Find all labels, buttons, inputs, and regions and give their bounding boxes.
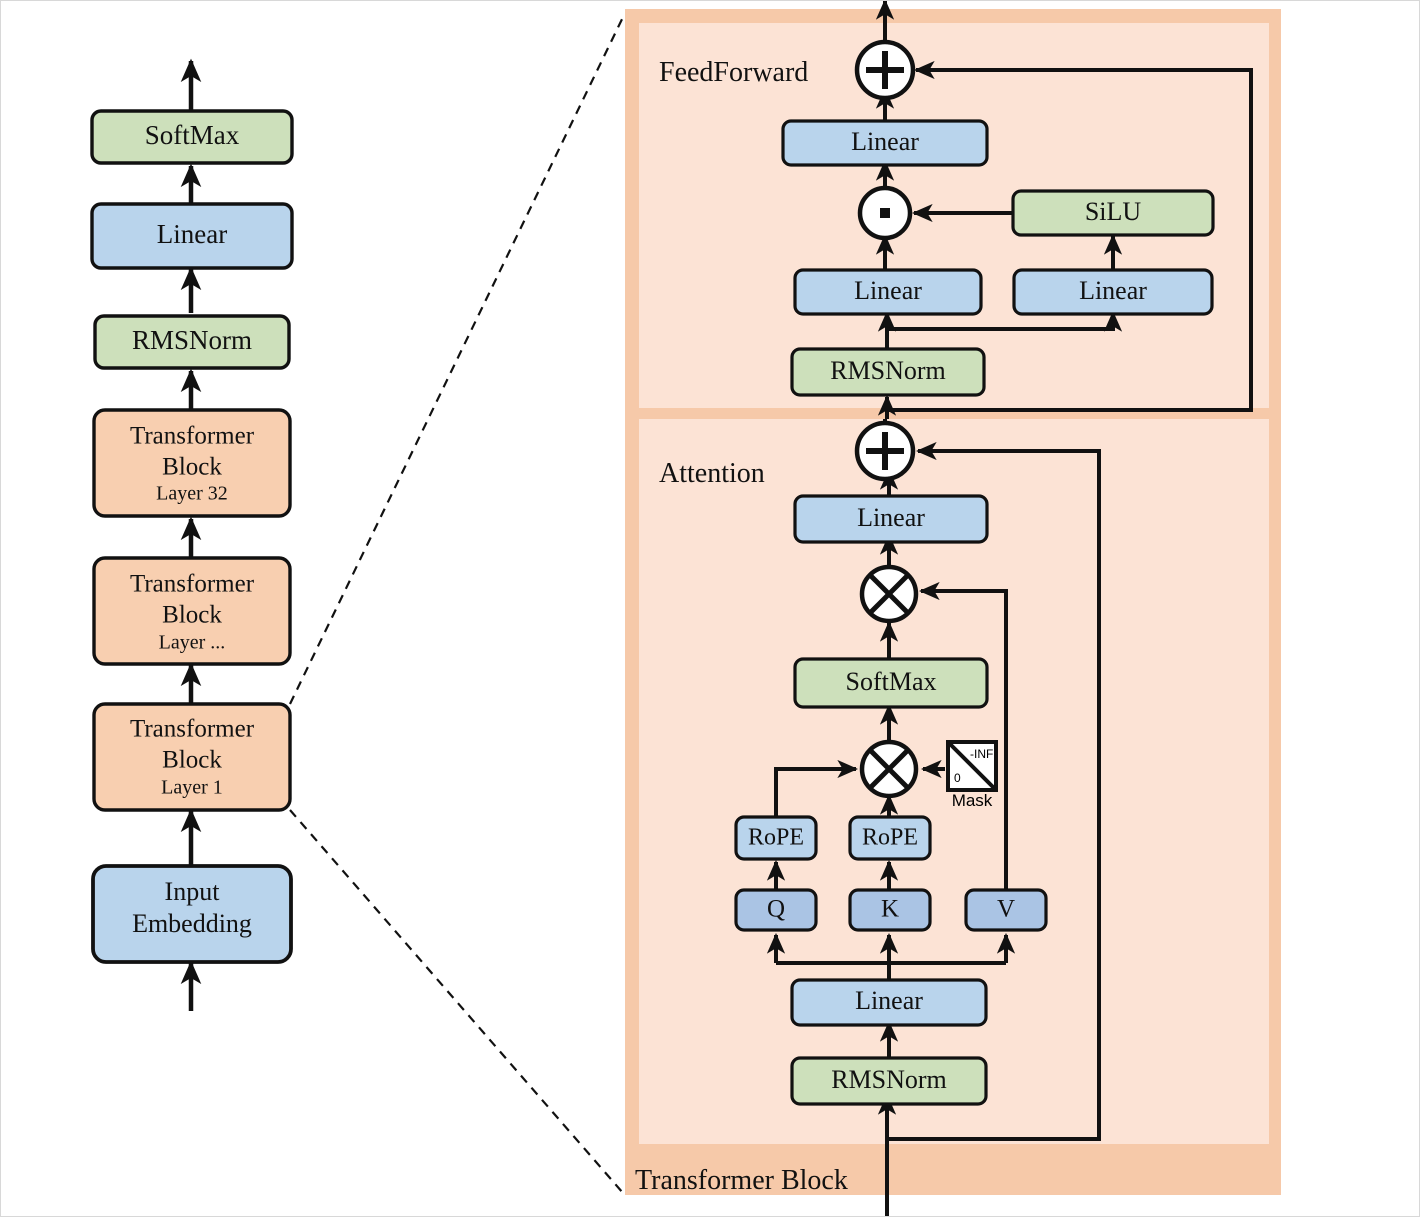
- left-block-transformer-layer-32-line2: Block: [162, 454, 222, 481]
- left-block-transformer-layer-32[interactable]: Transformer Block Layer 32: [92, 408, 292, 518]
- detail-panel-container-label: Transformer Block: [635, 1165, 848, 1196]
- mask-lower-value: 0: [954, 771, 961, 785]
- left-block-transformer-layer-ellipsis-line2: Block: [162, 602, 222, 629]
- left-block-linear[interactable]: Linear: [90, 202, 294, 270]
- attn-linear-qkv-label: Linear: [855, 986, 923, 1015]
- ff-linear-up-box[interactable]: Linear: [793, 268, 983, 316]
- query-key-matmul: [859, 739, 919, 799]
- attn-linear-out-label: Linear: [857, 503, 925, 532]
- query-box[interactable]: Q: [734, 888, 818, 932]
- left-block-softmax-label: SoftMax: [145, 120, 240, 150]
- key-label: K: [881, 896, 899, 923]
- attention-section-label: Attention: [659, 458, 765, 489]
- left-block-transformer-layer-ellipsis[interactable]: Transformer Block Layer ...: [92, 556, 292, 666]
- mask-upper-value: -INF: [970, 747, 993, 761]
- attn-softmax-box[interactable]: SoftMax: [793, 657, 989, 709]
- ff-silu-box[interactable]: SiLU: [1011, 189, 1215, 237]
- feedforward-residual-add: [854, 39, 916, 101]
- callout-line-bottom: [289, 809, 624, 1194]
- causal-mask-icon: -INF 0 Mask: [946, 740, 998, 810]
- left-block-linear-label: Linear: [157, 219, 227, 249]
- mask-caption: Mask: [952, 791, 993, 810]
- left-block-rmsnorm[interactable]: RMSNorm: [93, 314, 291, 370]
- left-block-transformer-layer-1-line1: Transformer: [130, 716, 255, 743]
- ff-linear-gate-label: Linear: [1079, 276, 1147, 305]
- feedforward-elementwise-multiply: [857, 185, 913, 241]
- rope-q-box[interactable]: RoPE: [734, 815, 818, 861]
- attention-wires: [766, 419, 1101, 1216]
- ff-linear-up-label: Linear: [854, 276, 922, 305]
- callout-dashed-lines: [289, 12, 626, 1194]
- ff-linear-gate-box[interactable]: Linear: [1012, 268, 1214, 316]
- rope-q-label: RoPE: [748, 825, 804, 851]
- left-stack: SoftMax Linear RMSNorm Transformer Block…: [90, 58, 294, 1011]
- left-block-transformer-layer-1-line2: Block: [162, 747, 222, 774]
- attn-linear-out-box[interactable]: Linear: [793, 494, 989, 544]
- value-label: V: [997, 896, 1015, 923]
- left-block-transformer-layer-32-sub: Layer 32: [156, 483, 228, 505]
- key-box[interactable]: K: [848, 888, 932, 932]
- query-label: Q: [767, 896, 785, 923]
- callout-line-top: [289, 12, 626, 705]
- ff-rmsnorm-label: RMSNorm: [830, 356, 946, 385]
- ff-rmsnorm-box[interactable]: RMSNorm: [790, 347, 986, 397]
- transformer-block-detail-panel: FeedForward Attention Transformer Block: [625, 1, 1281, 1216]
- ff-linear-out-label: Linear: [851, 127, 919, 156]
- left-block-transformer-layer-1-sub: Layer 1: [161, 777, 223, 799]
- rope-k-box[interactable]: RoPE: [848, 815, 932, 861]
- attn-rmsnorm-label: RMSNorm: [831, 1065, 947, 1094]
- feedforward-wires: [875, 1, 1253, 419]
- left-block-transformer-layer-ellipsis-sub: Layer ...: [159, 632, 226, 654]
- left-block-input-embedding-line2: Embedding: [132, 909, 252, 938]
- value-box[interactable]: V: [964, 888, 1048, 932]
- left-block-rmsnorm-label: RMSNorm: [132, 325, 252, 355]
- attn-softmax-label: SoftMax: [846, 667, 937, 696]
- attn-rmsnorm-box[interactable]: RMSNorm: [790, 1056, 988, 1106]
- left-block-transformer-layer-ellipsis-line1: Transformer: [130, 571, 255, 598]
- left-block-input-embedding-line1: Input: [165, 877, 221, 906]
- feedforward-section-label: FeedForward: [659, 57, 808, 88]
- left-block-softmax[interactable]: SoftMax: [90, 109, 294, 165]
- left-block-transformer-layer-32-line1: Transformer: [130, 423, 255, 450]
- ff-linear-out-box[interactable]: Linear: [781, 119, 989, 167]
- left-block-transformer-layer-1[interactable]: Transformer Block Layer 1: [92, 702, 292, 812]
- ff-silu-label: SiLU: [1085, 197, 1142, 226]
- rope-k-label: RoPE: [862, 825, 918, 851]
- attn-linear-qkv-box[interactable]: Linear: [790, 978, 988, 1027]
- attention-residual-add: [854, 420, 916, 482]
- attention-scores-value-matmul: [859, 564, 919, 624]
- left-block-input-embedding[interactable]: Input Embedding: [91, 864, 293, 964]
